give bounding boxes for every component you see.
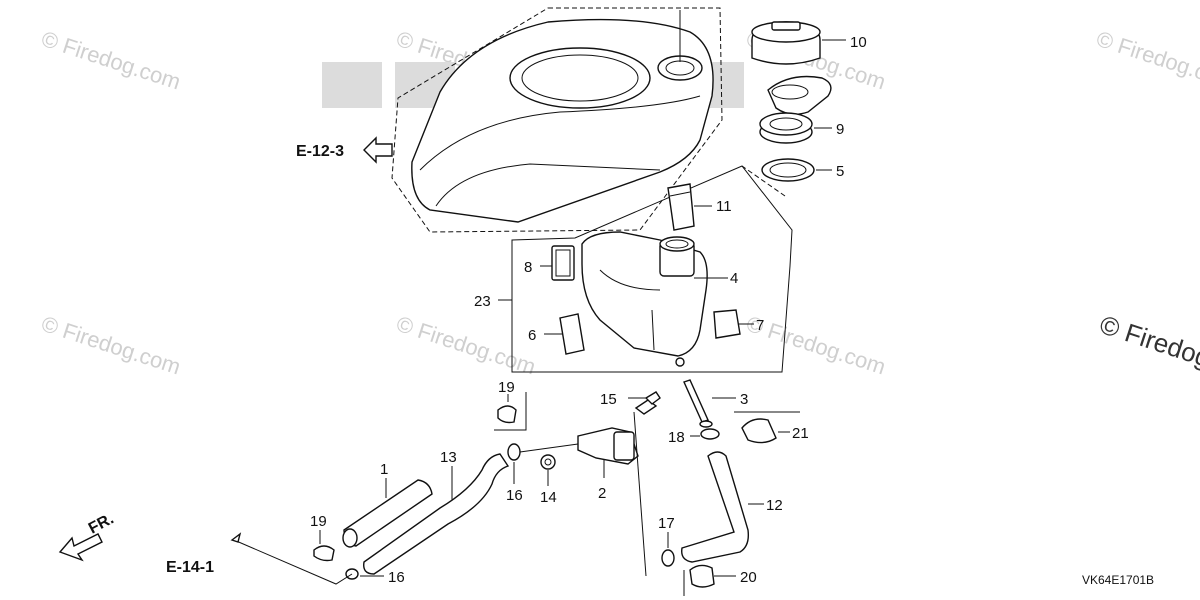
callout-label: 16: [388, 569, 405, 586]
hose-clamp-17: [661, 549, 675, 567]
callout-label: 16: [506, 487, 523, 504]
fuel-tank: [581, 231, 708, 367]
reference-leader-lower: [233, 539, 353, 585]
callout-label: 11: [716, 198, 732, 215]
front-direction-arrow: FR.: [58, 510, 117, 562]
fuel-cap: [751, 21, 821, 65]
fuel-hose-lower: [681, 451, 750, 563]
callout-label: 3: [740, 391, 748, 408]
washer: [700, 428, 720, 440]
callout-label: 1: [380, 461, 388, 478]
watermark-text: © Firedog.com: [393, 311, 538, 379]
tank-seal: [761, 158, 815, 182]
watermark-text: © Firedog.com: [743, 311, 888, 379]
hose-clamp-20: [689, 564, 715, 588]
callout-label: 4: [730, 270, 738, 287]
callout-label: 12: [766, 497, 783, 514]
watermark-text-right: © Firedog.com: [1096, 309, 1200, 390]
tank-pad-side: [713, 309, 741, 339]
watermark-text: © Firedog.com: [38, 311, 183, 379]
fuel-hose-bent: [363, 453, 510, 575]
reference-label-lower: E-14-1: [166, 559, 214, 576]
callout-label: 21: [792, 425, 809, 442]
callout-label: 14: [540, 489, 557, 506]
cover-inner-ring: [509, 47, 651, 109]
tank-pad-lower: [559, 313, 585, 355]
hose-clamp-16-upper: [507, 443, 521, 461]
tank-assembly-outline: [511, 165, 793, 373]
callout-label: 23: [474, 293, 491, 310]
hose-clamp-19-upper: [497, 405, 517, 424]
hose-clip-21: [741, 418, 777, 444]
callout-label: 7: [756, 317, 764, 334]
callout-label: 13: [440, 449, 457, 466]
cover-assembly-outline: [391, 7, 723, 233]
reference-arrow-upper: E-12-3: [296, 136, 393, 164]
callout-label: 5: [836, 163, 844, 180]
mounting-bolt: [683, 379, 713, 428]
fuel-hose-straight: [342, 479, 433, 548]
callout-label: 18: [668, 429, 685, 446]
callout-label: 19: [498, 379, 515, 396]
reference-label-upper: E-12-3: [296, 143, 344, 160]
fuel-cock-screw: [634, 391, 661, 415]
callout-labels: 10 9 5 11 8 4 23 6 7 19 15 3 18 21 1 13 …: [310, 34, 867, 586]
hose-clamp-19-lower: [313, 545, 335, 562]
callout-label: 8: [524, 259, 532, 276]
diagram-code: VK64E1701B: [1082, 573, 1154, 587]
watermark-text: © Firedog.com: [1093, 26, 1200, 94]
callout-label: 6: [528, 327, 536, 344]
grommet: [540, 454, 556, 470]
fuel-cock: [577, 427, 639, 465]
watermark-text: © Firedog.com: [38, 26, 183, 94]
tank-pad-upper: [551, 245, 575, 281]
callout-label: 20: [740, 569, 757, 586]
filter-clip: [667, 183, 695, 231]
callout-label: 9: [836, 121, 844, 138]
direction-label: FR.: [86, 510, 117, 537]
callout-label: 15: [600, 391, 617, 408]
cap-group-leader: [741, 165, 786, 197]
callout-label: 10: [850, 34, 867, 51]
callout-label: 19: [310, 513, 327, 530]
ring-nut: [759, 112, 813, 144]
callout-label: 2: [598, 485, 606, 502]
callout-label: 17: [658, 515, 675, 532]
cap-tether: [767, 75, 832, 115]
fuel-tank-cover: [411, 10, 714, 223]
